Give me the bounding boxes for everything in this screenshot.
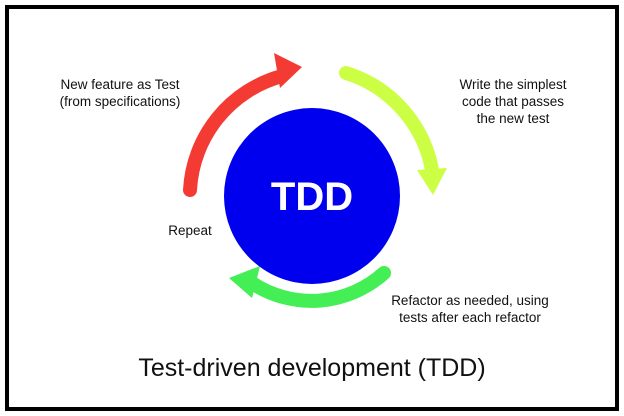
yellow-arrowhead [417, 168, 447, 195]
label-line: Repeat [168, 223, 212, 238]
label-line: the new test [476, 111, 550, 126]
label-line: Write the simplest [459, 77, 567, 92]
step-new-feature-label: New feature as Test (from specifications… [50, 76, 190, 110]
label-line: (from specifications) [59, 94, 181, 109]
red-arrowhead [274, 53, 302, 88]
green-arrow [245, 266, 391, 308]
diagram-title: Test-driven development (TDD) [138, 354, 486, 382]
center-label: TDD [271, 175, 353, 219]
tdd-circle [224, 108, 400, 284]
label-line: code that passes [461, 94, 565, 109]
green-arrowhead [229, 266, 260, 298]
step-refactor-label: Refactor as needed, using tests after ea… [380, 292, 560, 326]
label-line: New feature as Test [60, 77, 180, 92]
yellow-arrow [339, 66, 439, 177]
label-line: Refactor as needed, using [391, 293, 549, 308]
step-repeat-label: Repeat [150, 222, 230, 239]
red-arrow [183, 69, 289, 197]
step-write-code-label: Write the simplest code that passes the … [448, 76, 578, 127]
label-line: tests after each refactor [399, 310, 541, 325]
